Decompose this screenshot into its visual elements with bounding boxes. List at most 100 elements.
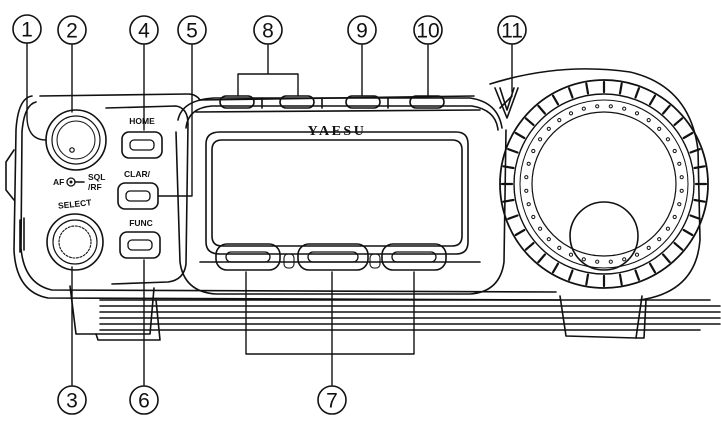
leader-7	[245, 271, 415, 386]
svg-text:3: 3	[66, 390, 78, 413]
dial-grip-tick	[634, 269, 641, 281]
dial-inner-dot	[546, 126, 551, 131]
home-button[interactable]	[121, 131, 163, 159]
dial-inner-dot	[526, 202, 531, 207]
dial-grip-tick	[661, 253, 671, 264]
dial-grip-tick	[507, 214, 519, 220]
svg-text:7: 7	[326, 390, 338, 413]
dial-grip-tick	[567, 87, 574, 99]
leader-lines	[26, 39, 513, 386]
dial-grip-tick	[673, 117, 684, 127]
clar-button[interactable]	[117, 182, 159, 210]
svg-text:11: 11	[501, 20, 523, 43]
brand-logo: YAESU	[308, 124, 367, 139]
dial-inner-dot	[679, 175, 684, 180]
callout-3: 3	[57, 385, 87, 415]
dial-inner-dot	[595, 259, 600, 264]
dial-inner-dot	[634, 252, 640, 257]
dial-inner-dot	[634, 111, 640, 116]
dial-inner-dot	[608, 259, 613, 264]
dial-inner-dot	[557, 118, 562, 123]
select-knob[interactable]	[46, 213, 104, 271]
dial-inner-dot	[524, 188, 529, 193]
dial-grip-tick	[682, 131, 694, 140]
radio-body	[5, 68, 721, 341]
top-button-1[interactable]	[219, 95, 255, 109]
soft-key-left[interactable]	[215, 243, 281, 271]
af-sql-knob[interactable]	[45, 109, 107, 171]
dial-inner-dot	[531, 214, 536, 220]
svg-text:5: 5	[186, 20, 198, 43]
af-marker	[66, 177, 85, 187]
af-label: AF	[53, 177, 64, 187]
main-tuning-dial[interactable]	[499, 79, 709, 289]
leader-5	[157, 44, 193, 197]
dial-grip-tick	[693, 165, 706, 170]
clar-label: CLAR/	[124, 169, 151, 179]
callout-4: 4	[129, 15, 159, 45]
dial-grip-tick	[689, 214, 701, 220]
dial-inner-dot	[679, 188, 684, 193]
svg-text:10: 10	[416, 20, 439, 43]
callout-6: 6	[129, 385, 159, 415]
dial-inner-dot	[608, 104, 613, 109]
dial-grip-tick	[524, 117, 535, 127]
callout-8: 8	[253, 15, 283, 45]
callout-7: 7	[317, 385, 347, 415]
func-label: FUNC	[129, 218, 153, 228]
top-button-3[interactable]	[345, 95, 381, 109]
home-label: HOME	[129, 116, 155, 126]
dial-inner-dot	[646, 245, 651, 250]
dial-grip-tick	[673, 242, 684, 251]
soft-key-centre[interactable]	[297, 243, 369, 271]
sql-label: SQL	[88, 172, 105, 182]
leader-1	[26, 39, 47, 141]
dial-grip-tick	[648, 94, 657, 106]
dial-grip-tick	[502, 165, 515, 170]
dial-inner-dot	[672, 214, 677, 220]
dial-inner-dot	[538, 137, 543, 142]
dial-inner-dot	[672, 148, 677, 154]
soft-key-row	[215, 243, 447, 271]
led-indicator	[494, 87, 519, 119]
dial-grip-tick	[567, 269, 574, 281]
dial-grip-tick	[507, 148, 519, 154]
dial-grip-tick	[551, 262, 560, 274]
svg-text:2: 2	[66, 20, 78, 43]
svg-text:9: 9	[356, 20, 368, 43]
callout-10: 10	[413, 15, 443, 45]
dial-inner-dot	[677, 202, 682, 207]
dial-inner-dot	[622, 257, 627, 262]
dial-inner-dot	[531, 148, 536, 154]
dial-inner-dot	[546, 237, 551, 242]
rf-label: /RF	[88, 182, 102, 192]
dial-inner-dot	[524, 175, 529, 180]
dial-grip-tick	[524, 242, 535, 251]
dial-inner-dot	[622, 106, 627, 111]
dial-grip-tick	[551, 94, 560, 106]
top-button-2[interactable]	[279, 95, 315, 109]
dial-grip-tick	[618, 273, 623, 286]
func-button[interactable]	[119, 231, 161, 259]
dial-inner-dot	[538, 226, 543, 231]
top-button-row	[219, 95, 445, 109]
callout-11: 11	[497, 15, 527, 45]
svg-text:8: 8	[262, 20, 274, 43]
dial-grip-tick	[585, 82, 590, 95]
dial-grip-tick	[648, 262, 657, 274]
dial-grip-tick	[689, 148, 701, 154]
callout-9: 9	[347, 15, 377, 45]
top-button-4[interactable]	[409, 95, 445, 109]
leader-8	[237, 44, 299, 97]
dial-inner-dot	[581, 106, 586, 111]
dial-inner-dot	[677, 161, 682, 166]
dial-inner-dot	[646, 118, 651, 123]
dial-grip-tick	[502, 198, 515, 203]
soft-key-right[interactable]	[381, 243, 447, 271]
callout-markers: 1 2 3 4 5 6 7 8	[12, 14, 527, 415]
dial-grip-tick	[661, 104, 671, 115]
dial-inner-dot	[657, 126, 662, 131]
svg-text:1: 1	[21, 19, 33, 42]
dial-grip-tick	[537, 104, 547, 115]
